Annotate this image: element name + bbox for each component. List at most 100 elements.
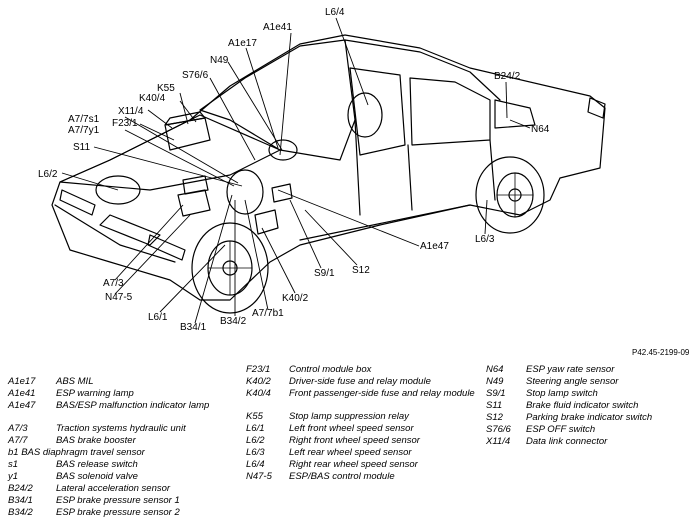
rear-lamp	[587, 97, 606, 119]
brake-booster-shape	[226, 169, 264, 215]
headlight-right	[147, 234, 186, 261]
legend-code: S12	[486, 412, 503, 423]
rocker	[299, 204, 471, 241]
legend-code: K55	[246, 411, 263, 422]
legend-code: A1e47	[8, 400, 36, 411]
callout-L6-2: L6/2	[38, 169, 58, 180]
legend-desc: ESP brake pressure sensor 1	[56, 495, 180, 506]
legend-code: A7/7	[8, 435, 28, 446]
legend-code: b1 BAS diaphragm travel sensor	[8, 447, 145, 458]
legend-code: A1e41	[8, 388, 36, 399]
figure-reference: P42.45-2199-09	[632, 348, 690, 357]
fuse-relay-module	[254, 209, 279, 235]
callout-L6-3: L6/3	[475, 234, 495, 245]
front-right-wheel	[95, 175, 141, 205]
callout-K40-2: K40/2	[282, 293, 309, 304]
callout-B24-2: B24/2	[494, 71, 521, 82]
callout-S76-6: S76/6	[182, 70, 209, 81]
headlight-left	[59, 189, 96, 216]
legend-code: K40/4	[246, 388, 271, 399]
legend-desc: ABS MIL	[56, 376, 94, 387]
legend-desc: BAS brake booster	[56, 435, 136, 446]
legend-desc: Left front wheel speed sensor	[289, 423, 414, 434]
legend-code: B24/2	[8, 483, 33, 494]
legend-desc: Right rear wheel speed sensor	[289, 459, 418, 470]
legend-desc: Left rear wheel speed sensor	[289, 447, 412, 458]
legend-code: A7/3	[8, 423, 28, 434]
rear-quarter-window	[494, 99, 536, 129]
callout-K55: K55	[157, 83, 175, 94]
legend-desc: BAS/ESP malfunction indicator lamp	[56, 400, 210, 411]
legend-code: F23/1	[246, 364, 271, 375]
door-line-rear	[407, 144, 413, 211]
roof-edge	[344, 39, 501, 101]
legend-code: L6/2	[246, 435, 265, 446]
legend-code: N49	[486, 376, 504, 387]
legend-desc: Right front wheel speed sensor	[289, 435, 420, 446]
legend-desc: Brake fluid indicator switch	[526, 400, 639, 411]
callout-F23-1: F23/1	[112, 118, 138, 129]
body-outline	[51, 34, 606, 301]
legend-desc: Driver-side fuse and relay module	[289, 376, 431, 387]
legend-code: S11	[486, 400, 503, 411]
front-side-window	[349, 67, 406, 156]
callout-B34-2: B34/2	[220, 316, 247, 327]
callout-K40-4: K40/4	[139, 93, 166, 104]
legend-code: K40/2	[246, 376, 271, 387]
legend-desc: BAS solenoid valve	[56, 471, 138, 482]
callout-B34-1: B34/1	[180, 322, 207, 333]
legend-desc: Parking brake indicator switch	[526, 412, 653, 423]
door-line-back	[489, 139, 496, 201]
callout-S12: S12	[352, 265, 370, 276]
legend-desc: Traction systems hydraulic unit	[56, 423, 186, 434]
legend-code: L6/4	[246, 459, 265, 470]
callout-S11: S11	[73, 142, 91, 153]
legend-desc: Lateral acceleration sensor	[56, 483, 171, 494]
legend-code: N64	[486, 364, 504, 375]
front-left-wheel	[191, 222, 269, 314]
legend-desc: ESP/BAS control module	[289, 471, 395, 482]
callout-N64: N64	[531, 124, 550, 135]
hydraulic-unit	[177, 189, 211, 217]
rear-side-window	[409, 77, 491, 146]
legend-desc: Data link connector	[526, 436, 608, 447]
callout-X11-4: X11/4	[118, 106, 144, 117]
legend-code: s1	[8, 459, 19, 470]
legend-code: B34/1	[8, 495, 33, 506]
legend-desc: ESP OFF switch	[526, 424, 596, 435]
legend-code: L6/3	[246, 447, 265, 458]
callout-N49: N49	[210, 55, 229, 66]
grille	[99, 214, 161, 246]
legend-desc: BAS release switch	[56, 459, 138, 470]
door-line-front	[354, 119, 361, 216]
legend-code: N47-5	[246, 471, 272, 482]
legend-code: A1e17	[8, 376, 36, 387]
legend-desc: Front passenger-side fuse and relay modu…	[289, 388, 475, 399]
vehicle-diagram	[51, 17, 606, 324]
callout-A1e41: A1e41	[263, 22, 292, 33]
callout-L6-1: L6/1	[148, 312, 168, 323]
callout-A7-3: A7/3	[103, 278, 124, 289]
front-bumper	[54, 204, 176, 263]
rear-left-wheel	[475, 156, 545, 234]
legend-code: B34/2	[8, 507, 33, 518]
legend-desc: ESP yaw rate sensor	[526, 364, 615, 375]
legend-desc: ESP brake pressure sensor 2	[56, 507, 180, 518]
legend-desc: Steering angle sensor	[526, 376, 619, 387]
legend-code: y1	[8, 471, 19, 482]
callout-N47-5: N47-5	[105, 292, 133, 303]
callout-S9-1: S9/1	[314, 268, 335, 279]
callout-A1e17: A1e17	[228, 38, 257, 49]
legend-code: S9/1	[486, 388, 506, 399]
legend-code: S76/6	[486, 424, 511, 435]
callout-A7-7y1: A7/7y1	[68, 125, 100, 136]
legend-desc: Control module box	[289, 364, 372, 375]
callout-L6-4: L6/4	[325, 7, 345, 18]
callout-A7-7b1: A7/7b1	[252, 308, 284, 319]
legend-code: L6/1	[246, 423, 265, 434]
legend-desc: ESP warning lamp	[56, 388, 134, 399]
callout-A1e47: A1e47	[420, 241, 449, 252]
callout-A7-7s1: A7/7s1	[68, 114, 100, 125]
legend-desc: Stop lamp switch	[526, 388, 598, 399]
steering-wheel	[268, 139, 298, 161]
